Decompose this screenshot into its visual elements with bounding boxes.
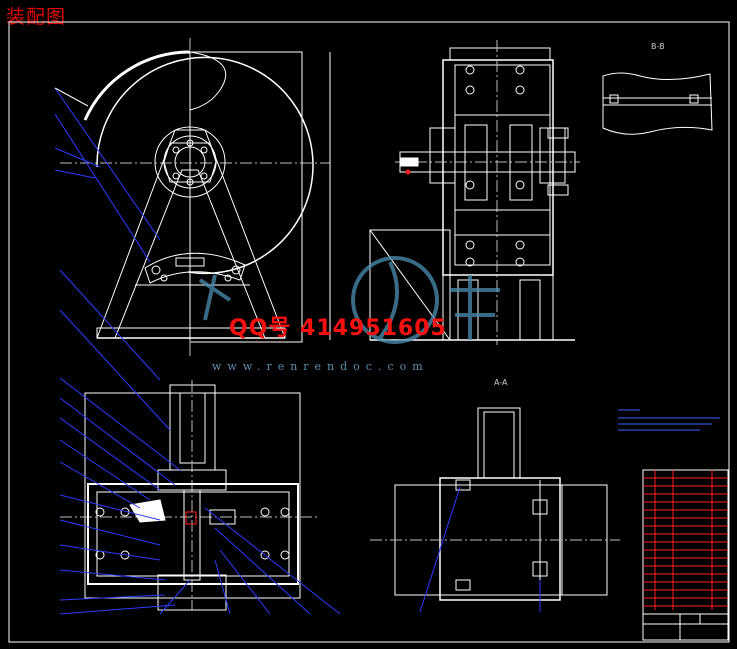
front-view [60,38,331,356]
gearbox-housing [442,59,554,276]
watermark-site-text: www.renrendoc.com [212,360,429,373]
housing-plan [87,483,299,585]
brake-shoe [144,252,246,284]
side-view [369,40,580,345]
drum-shaft [183,489,201,581]
section-aa-label: A-A [494,378,508,387]
title-block [642,469,729,641]
gear-left [464,124,488,201]
hub-inner [174,146,206,178]
frame-a [96,129,286,339]
gear-right [509,124,533,201]
lever [129,499,166,523]
section-aa-view [370,407,620,601]
top-plate [449,47,551,61]
technical-notes [618,409,720,431]
plan-view [60,380,320,611]
break-line [189,51,227,111]
watermark-logo [198,256,500,344]
lower-leg [442,274,554,341]
bb-outline [602,72,713,135]
shaft-key [399,157,419,167]
leader-lines [54,87,541,615]
section-bb-label: B-B [651,42,665,51]
bearing-left [429,127,456,184]
drawing-border [8,21,730,643]
section-bb-view [602,72,713,135]
hub-outer [154,126,226,198]
brake-block [175,257,205,267]
drum-rim-thick [83,50,191,121]
dim-box [189,51,303,343]
watermark-qq-text: QQ号 414951605 [229,316,447,341]
drum-outline [96,56,314,275]
gear-plan-bottom [157,574,227,611]
